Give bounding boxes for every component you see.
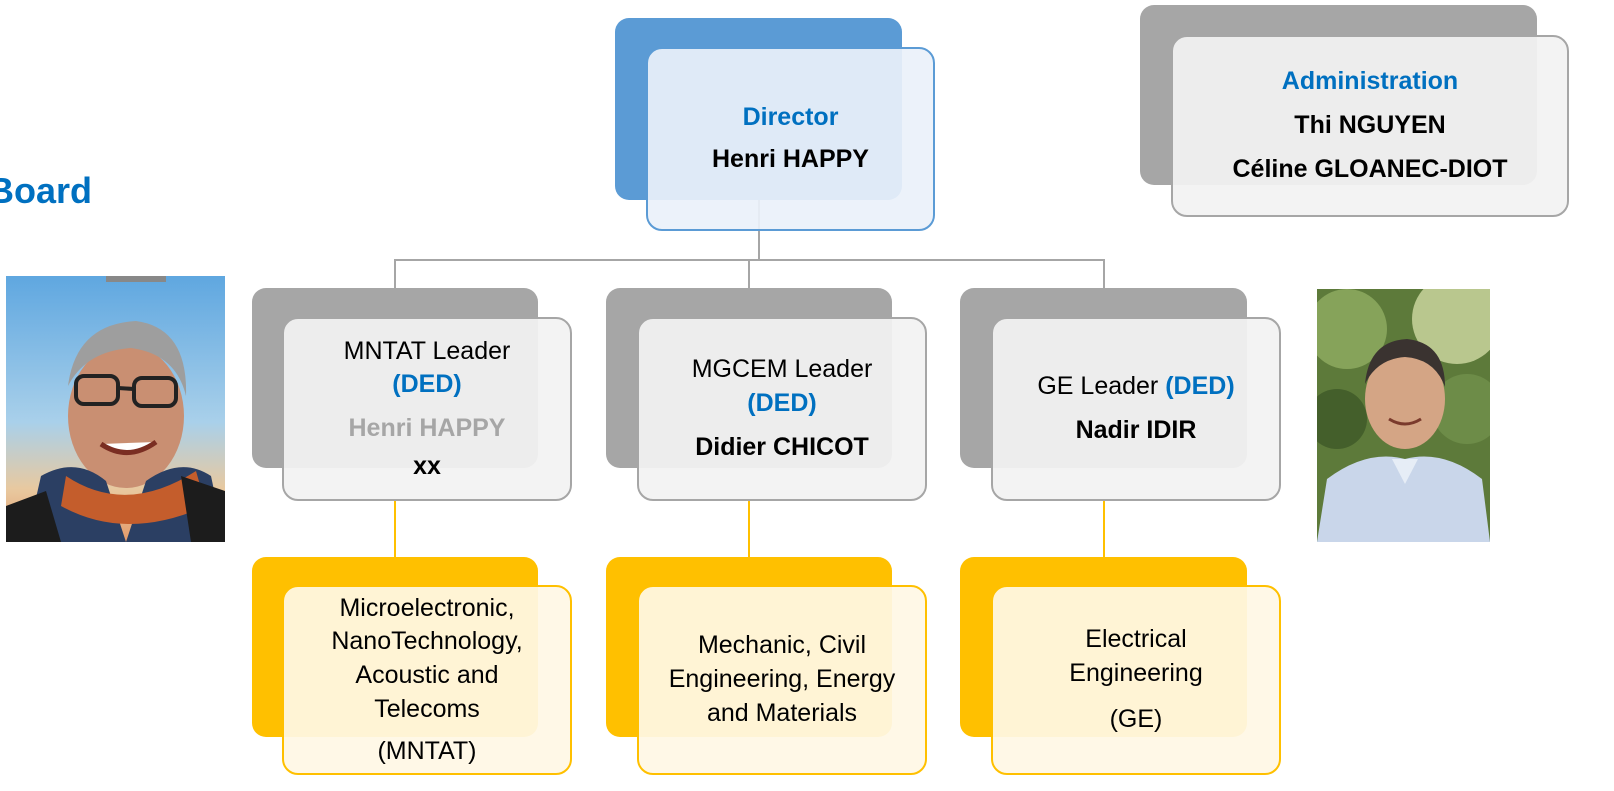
ge-leader-name: Nadir IDIR	[1075, 416, 1197, 444]
connector-mgcem	[748, 259, 750, 289]
mntat-leader-extra: xx	[413, 451, 441, 480]
administration-box: Administration Thi NGUYEN Céline GLOANEC…	[1171, 35, 1569, 217]
mntat-dept-abbr: (MNTAT)	[377, 736, 477, 765]
board-title: Board	[0, 170, 93, 211]
administration-title: Administration	[1281, 67, 1459, 96]
ge-dept-line: Electrical	[1085, 625, 1187, 654]
ge-dept-box: Electrical Engineering (GE)	[991, 585, 1281, 775]
administration-name: Thi NGUYEN	[1294, 111, 1446, 140]
mgcem-leader-role: MGCEM Leader	[691, 355, 873, 384]
mntat-dept-line: Microelectronic,	[339, 593, 515, 622]
ge-leader-tag: (DED)	[1165, 372, 1235, 401]
leader-photo-right	[1317, 289, 1490, 542]
mntat-leader-name: Henri HAPPY	[348, 414, 506, 442]
mgcem-dept-box: Mechanic, Civil Engineering, Energy and …	[637, 585, 927, 775]
mgcem-leader-box: MGCEM Leader (DED) Didier CHICOT	[637, 317, 927, 501]
mntat-dept-line: Acoustic and	[355, 661, 499, 690]
leader-photo-left	[6, 276, 225, 542]
mgcem-dept-line: Engineering, Energy	[668, 665, 896, 694]
connector-mntat-dept	[394, 500, 396, 558]
mgcem-leader-name: Didier CHICOT	[695, 432, 869, 461]
director-name: Henri HAPPY	[712, 145, 869, 173]
director-box: Director Henri HAPPY	[646, 47, 935, 231]
ge-leader-box: GE Leader (DED) Nadir IDIR	[991, 317, 1281, 501]
ge-dept-abbr: (GE)	[1109, 704, 1163, 733]
connector-mntat	[394, 259, 396, 289]
director-role: Director	[742, 103, 839, 132]
ge-dept-line: Engineering	[1069, 659, 1203, 688]
connector-ge	[1103, 259, 1105, 289]
mntat-dept-line: Telecoms	[374, 694, 480, 723]
mntat-leader-role: MNTAT Leader	[343, 336, 511, 365]
mntat-leader-tag: (DED)	[392, 370, 462, 399]
mgcem-dept-line: and Materials	[706, 698, 858, 727]
connector-mgcem-dept	[748, 500, 750, 558]
mgcem-dept-line: Mechanic, Civil	[697, 631, 867, 660]
mntat-dept-line: NanoTechnology,	[331, 627, 523, 656]
mntat-dept-box: Microelectronic, NanoTechnology, Acousti…	[282, 585, 572, 775]
mntat-leader-box: MNTAT Leader (DED) Henri HAPPY xx	[282, 317, 572, 501]
connector-ge-dept	[1103, 500, 1105, 558]
mgcem-leader-tag: (DED)	[747, 389, 817, 418]
ge-leader-role: GE Leader	[1037, 372, 1159, 401]
connector-horizontal	[395, 259, 1105, 261]
administration-name: Céline GLOANEC-DIOT	[1232, 154, 1508, 183]
